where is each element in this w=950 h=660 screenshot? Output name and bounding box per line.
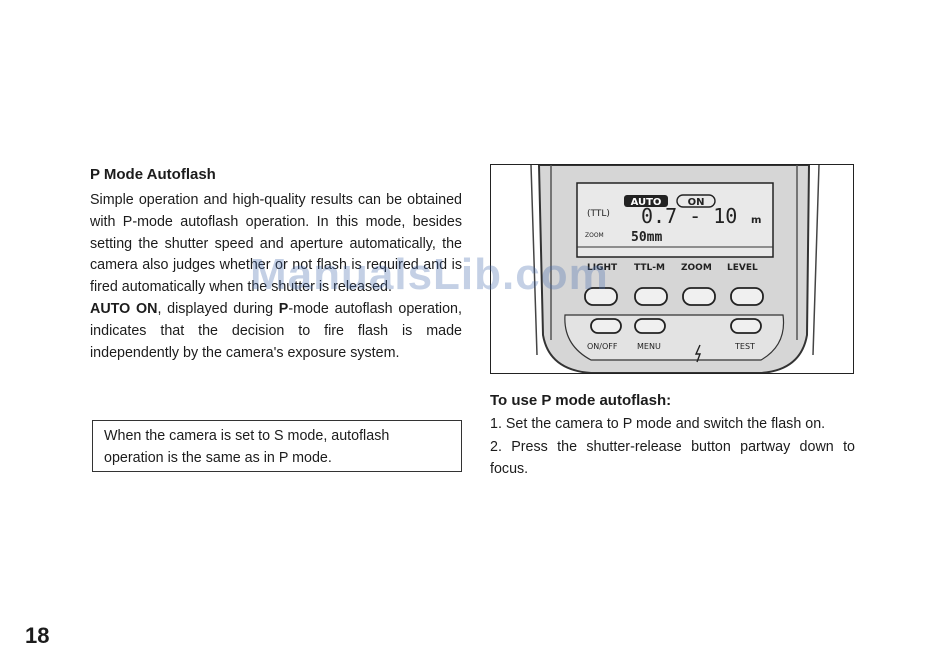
watermark: ManualsLib.com xyxy=(250,250,609,299)
auto-on-paragraph: AUTO ON, displayed during P-mode autofla… xyxy=(90,300,462,361)
lcd-range-value: 0.7 - 10 xyxy=(641,204,737,228)
light-button[interactable] xyxy=(584,287,618,306)
label-zoom: ZOOM xyxy=(681,263,712,273)
lcd-on-label: ON xyxy=(688,197,705,208)
page-number: 18 xyxy=(25,623,50,648)
right-column: To use P mode autoflash: 1. Set the came… xyxy=(490,392,855,481)
lcd-ttl-label: (TTL) xyxy=(587,209,610,219)
lcd-zoom-label: ZOOM xyxy=(585,232,604,239)
left-column: P Mode Autoflash Simple operation and hi… xyxy=(90,166,462,364)
lcd-zoom-value: 50mm xyxy=(631,230,662,245)
label-ttl-m: TTL-M xyxy=(634,263,665,273)
label-menu: MENU xyxy=(637,342,661,351)
lcd-auto-label: AUTO xyxy=(631,197,662,208)
instructions-heading: To use P mode autoflash: xyxy=(490,392,672,409)
zoom-button[interactable] xyxy=(682,287,716,306)
note-text: When the camera is set to S mode, autofl… xyxy=(104,428,390,466)
label-on-off: ON/OFF xyxy=(587,342,618,351)
intro-paragraph: Simple operation and high-quality result… xyxy=(90,192,462,296)
note-box: When the camera is set to S mode, autofl… xyxy=(92,420,462,472)
lcd-range-unit: m xyxy=(751,215,761,226)
lcd-screen xyxy=(576,182,774,258)
step-1: 1. Set the camera to P mode and switch t… xyxy=(490,416,826,432)
flash-bolt-icon xyxy=(694,344,702,363)
label-light: LIGHT xyxy=(587,263,618,273)
step-2: 2. Press the shutter-release button part… xyxy=(490,438,855,478)
menu-button[interactable] xyxy=(634,318,666,334)
flash-panel-drawing: AUTO ON (TTL) 0.7 - 10 m ZOOM 50mm LIGHT… xyxy=(530,165,820,373)
section-heading: P Mode Autoflash xyxy=(90,166,216,183)
level-button[interactable] xyxy=(730,287,764,306)
test-button[interactable] xyxy=(730,318,762,334)
auto-on-term: AUTO ON xyxy=(90,300,158,317)
p-mode-term: P xyxy=(278,300,289,317)
label-test: TEST xyxy=(734,342,755,351)
label-level: LEVEL xyxy=(727,263,758,273)
ttl-m-button[interactable] xyxy=(634,287,668,306)
flash-panel-illustration: AUTO ON (TTL) 0.7 - 10 m ZOOM 50mm LIGHT… xyxy=(490,164,854,374)
on-off-button[interactable] xyxy=(590,318,622,334)
